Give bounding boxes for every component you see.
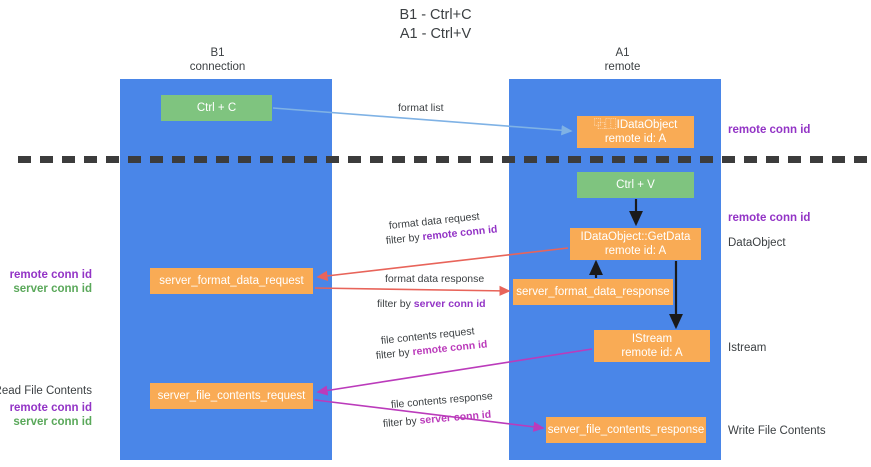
edge-format-data-response (314, 285, 511, 296)
column-header-b1-name: B1 (210, 47, 225, 59)
node-idataobject-getdata[interactable]: IDataObject::GetData remote id: A (570, 228, 701, 260)
annotation-right-istream: Istream (728, 341, 766, 355)
node-idataobject-label: ⿻⿰IDataObject (593, 119, 678, 131)
node-getdata-label: IDataObject::GetData (580, 231, 691, 243)
annotation-left-read-file-contents: Read File Contents (0, 384, 92, 398)
annotation-right-1-text: remote conn id (728, 124, 811, 136)
node-getdata-sub: remote id: A (604, 245, 667, 257)
node-ctrl-c-label: Ctrl + C (196, 102, 237, 114)
node-istream-sub: remote id: A (621, 347, 683, 359)
node-istream[interactable]: IStream remote id: A (594, 330, 710, 362)
edge-label-format-data-response: format data response (385, 272, 484, 287)
edge-label-fdreq-filter-prefix: filter by (385, 231, 424, 247)
annotation-right-dataobject: DataObject (728, 236, 786, 250)
column-header-b1: B1 connection (160, 46, 275, 74)
node-server-format-data-request[interactable]: server_format_data_request (150, 268, 313, 294)
edge-label-fcres-filter-key: server conn id (419, 408, 492, 427)
annotation-left-2-text: server conn id (13, 283, 92, 295)
edge-label-fcreq-filter-prefix: filter by (375, 346, 414, 362)
edge-label-format-list-text: format list (398, 102, 444, 114)
node-ctrl-v[interactable]: Ctrl + V (577, 172, 694, 198)
node-server-format-data-response-label: server_format_data_response (516, 286, 670, 298)
annotation-left-5-text: server conn id (13, 416, 92, 428)
edge-label-fcres-filter-prefix: filter by (382, 414, 421, 430)
edge-label-format-data-response-text: format data response (385, 273, 485, 285)
diagram-title: B1 - Ctrl+C A1 - Ctrl+V (0, 6, 871, 44)
node-server-file-contents-request-label: server_file_contents_request (157, 390, 306, 402)
annotation-right-5-text: Write File Contents (728, 425, 826, 437)
phase-separator-dashed-line (18, 156, 871, 163)
column-header-a1: A1 remote (565, 46, 680, 74)
edge-label-fdres-filter-key: server conn id (413, 298, 486, 310)
annotation-right-write-file-contents: Write File Contents (728, 424, 826, 438)
node-server-file-contents-request[interactable]: server_file_contents_request (150, 383, 313, 409)
annotation-left-conn-ids-top: remote conn id server conn id (0, 268, 92, 296)
column-header-b1-sub: connection (189, 61, 246, 73)
annotation-right-2-text: remote conn id (728, 212, 811, 224)
node-istream-label: IStream (631, 333, 673, 345)
node-ctrl-v-label: Ctrl + V (616, 179, 655, 191)
node-idataobject[interactable]: ⿻⿰IDataObject remote id: A (577, 116, 694, 148)
edge-label-format-list: format list (398, 101, 444, 116)
title-line-2: A1 - Ctrl+V (399, 26, 472, 42)
annotation-left-1-text: remote conn id (9, 269, 92, 281)
edge-label-format-data-response-filter: filter by server conn id (377, 297, 486, 312)
node-server-format-data-response[interactable]: server_format_data_response (513, 279, 673, 305)
annotation-right-4-text: Istream (728, 342, 767, 354)
node-idataobject-sub: remote id: A (604, 133, 667, 145)
node-ctrl-c[interactable]: Ctrl + C (161, 95, 272, 121)
annotation-left-3-text: Read File Contents (0, 385, 92, 397)
column-header-a1-sub: remote (604, 61, 641, 73)
annotation-right-remote-conn-id-top: remote conn id (728, 123, 810, 137)
annotation-left-4-text: remote conn id (9, 402, 92, 414)
title-line-1: B1 - Ctrl+C (399, 7, 472, 23)
edge-label-fdres-filter-prefix: filter by (377, 298, 414, 310)
annotation-right-remote-conn-id-mid: remote conn id (728, 211, 810, 225)
annotation-left-conn-ids-bottom: remote conn id server conn id (0, 401, 92, 429)
annotation-right-3-text: DataObject (728, 237, 786, 249)
node-server-file-contents-response[interactable]: server_file_contents_response (546, 417, 706, 443)
node-server-format-data-request-label: server_format_data_request (159, 275, 304, 287)
column-header-a1-name: A1 (615, 47, 630, 59)
node-server-file-contents-response-label: server_file_contents_response (547, 424, 705, 436)
